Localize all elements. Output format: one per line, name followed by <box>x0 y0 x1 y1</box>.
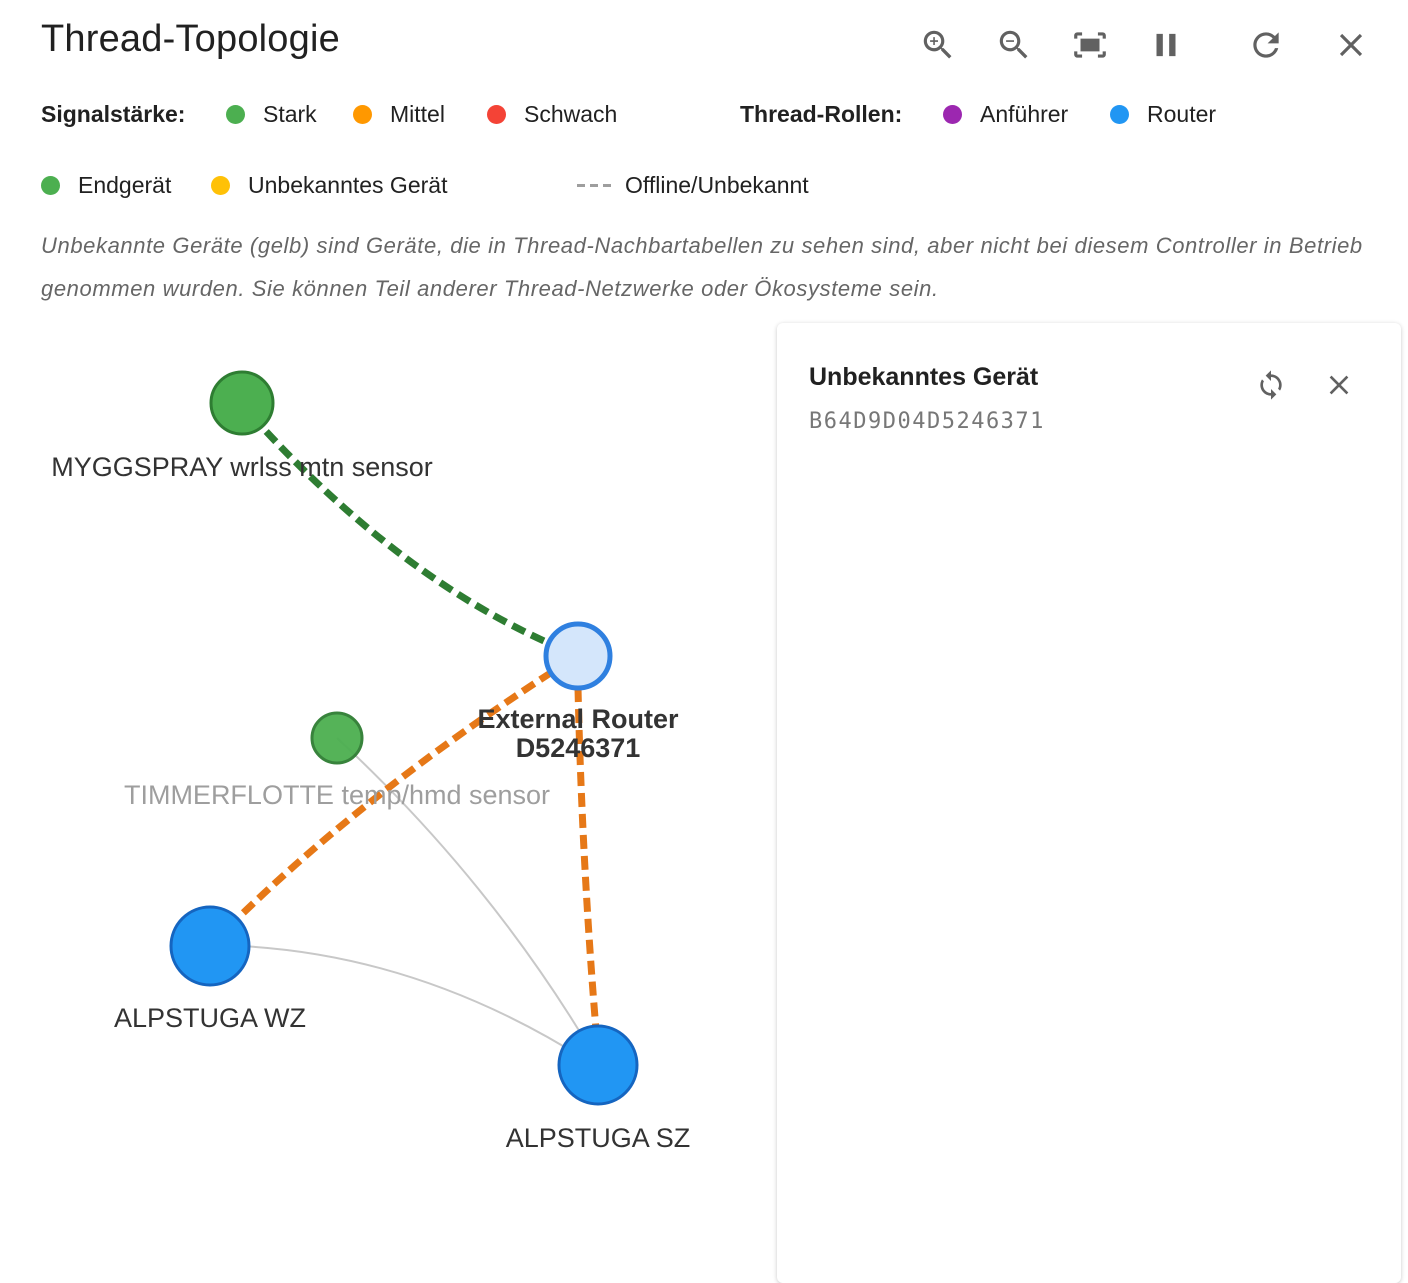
legend-item-stark: Stark <box>226 97 317 131</box>
legend-row-1: Signalstärke: Stark Mittel Schwach Threa… <box>0 97 1408 131</box>
legend-label: Unbekanntes Gerät <box>248 171 448 198</box>
legend-label: Schwach <box>524 100 618 127</box>
legend-label: Mittel <box>390 100 445 127</box>
legend-item-unknown-device: Unbekanntes Gerät <box>211 168 447 202</box>
node-label-myggspray: MYGGSPRAY wrlss mtn sensor <box>51 452 433 482</box>
zoom-out-icon <box>999 30 1028 59</box>
legend-label: Router <box>1147 100 1217 127</box>
page-title: Thread-Topologie <box>41 18 340 60</box>
legend-row-2: Endgerät Unbekanntes Gerät Offline/Unbek… <box>0 168 1408 202</box>
node-label-alpstuga-wz: ALPSTUGA WZ <box>114 1003 306 1033</box>
dashed-line-icon <box>577 183 611 187</box>
legend-item-end-device: Endgerät <box>41 168 171 202</box>
node-label-timmerflotte: TIMMERFLOTTE temp/hmd sensor <box>124 780 550 810</box>
node-timmerflotte[interactable] <box>310 711 364 765</box>
close-button[interactable] <box>1328 22 1374 68</box>
device-details-panel: Unbekanntes Gerät B64D9D04D5246371 <box>777 323 1401 1283</box>
node-label-external-router-line2: D5246371 <box>516 733 641 763</box>
node-label-external-router-line1: External Router <box>477 704 679 734</box>
topology-graph[interactable]: MYGGSPRAY wrlss mtn sensor TIMMERFLOTTE … <box>0 320 770 1257</box>
fit-screen-icon <box>1074 32 1106 58</box>
zoom-in-icon <box>923 30 952 59</box>
node-external-router[interactable] <box>543 621 613 691</box>
panel-title: Unbekanntes Gerät <box>809 363 1039 391</box>
refresh-button[interactable] <box>1243 22 1289 68</box>
thread-roles-label: Thread-Rollen: <box>740 101 903 127</box>
legend-label: Stark <box>263 100 317 127</box>
purple-dot-icon <box>943 104 962 124</box>
zoom-in-button[interactable] <box>915 22 961 68</box>
node-alpstuga-wz[interactable] <box>169 905 251 987</box>
toolbar <box>0 22 1408 68</box>
legend-label: Anführer <box>980 100 1069 127</box>
pause-button[interactable] <box>1143 22 1189 68</box>
legend-item-leader: Anführer <box>943 97 1068 131</box>
green-dot-icon <box>226 104 245 124</box>
close-icon <box>1339 33 1363 57</box>
unknown-devices-note: Unbekannte Geräte (gelb) sind Geräte, di… <box>41 233 1363 301</box>
yellow-dot-icon <box>211 175 230 195</box>
legend-label: Endgerät <box>78 171 172 198</box>
link-alpstuga-wz-alpstuga-sz[interactable] <box>239 945 587 1061</box>
close-icon <box>1329 375 1349 395</box>
legend-label: Offline/Unbekannt <box>625 171 809 198</box>
panel-close-button[interactable] <box>1319 365 1359 405</box>
red-dot-icon <box>487 104 506 124</box>
fit-view-button[interactable] <box>1067 22 1113 68</box>
node-alpstuga-sz[interactable] <box>557 1024 639 1106</box>
blue-dot-icon <box>1110 104 1129 124</box>
sync-icon <box>1260 370 1282 400</box>
panel-refresh-button[interactable] <box>1251 365 1291 405</box>
zoom-out-button[interactable] <box>991 22 1037 68</box>
green-dot-icon <box>41 175 60 195</box>
refresh-icon <box>1253 32 1279 58</box>
orange-dot-icon <box>353 104 372 124</box>
legend-item-schwach: Schwach <box>487 97 617 131</box>
node-myggspray[interactable] <box>209 370 275 436</box>
link-myggspray-external-router[interactable] <box>249 413 562 652</box>
signal-strength-label: Signalstärke: <box>41 101 186 127</box>
legend-item-router: Router <box>1110 97 1216 131</box>
node-label-alpstuga-sz: ALPSTUGA SZ <box>506 1123 691 1153</box>
link-timmerflotte-alpstuga-sz[interactable] <box>336 737 593 1053</box>
legend-item-offline: Offline/Unbekannt <box>577 168 809 202</box>
pause-icon <box>1156 33 1176 57</box>
link-external-router-alpstuga-sz[interactable] <box>574 687 600 1031</box>
device-id: B64D9D04D5246371 <box>809 409 1045 434</box>
legend-item-mittel: Mittel <box>353 97 445 131</box>
link-external-router-alpstuga-wz[interactable] <box>235 669 554 921</box>
